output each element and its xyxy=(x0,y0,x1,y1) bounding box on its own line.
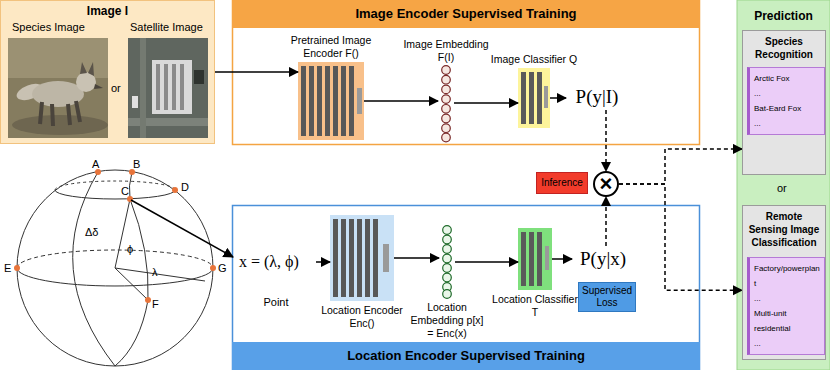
species-photo xyxy=(8,38,108,138)
class-name: Bat-Eard Fox xyxy=(752,101,822,116)
callout-label: F xyxy=(152,298,159,310)
inference-tag: Inference xyxy=(536,172,588,194)
task-title: Remote Sensing Image Classification xyxy=(743,206,825,249)
block-label: Image Embedding F(I) xyxy=(398,38,494,64)
callout-label: λ xyxy=(152,266,158,278)
arrow-connector xyxy=(316,261,330,263)
class-name: Arctic Fox xyxy=(752,71,822,86)
location-classifier: Location Classifier T xyxy=(518,228,552,290)
leader-arrow xyxy=(131,200,233,257)
encoder-layers xyxy=(298,62,364,140)
tag-text: Inference xyxy=(541,177,583,189)
prediction-panel-fill xyxy=(737,0,830,370)
block-label: Location Classifier T xyxy=(492,293,578,319)
math-term: x = (λ, ϕ) xyxy=(236,250,316,274)
encoder-layers xyxy=(330,215,394,301)
training-panel: Location Encoder Supervised Training x = … xyxy=(232,205,700,370)
panel-outline xyxy=(233,1,700,145)
embedding-vector xyxy=(442,66,451,142)
callout-label: C xyxy=(121,185,129,197)
callout-label: Species Image xyxy=(12,21,85,33)
probability-term: P(y|x) xyxy=(572,246,634,272)
class-list: Factory/powerplant...Multi-unit resident… xyxy=(747,257,825,355)
image-encoder: Pretrained Image Encoder F() xyxy=(298,62,364,140)
loss-tag: Supervised Loss xyxy=(578,282,636,312)
arrow-connector xyxy=(215,71,298,73)
panel-title: Image I xyxy=(0,0,215,18)
block-label: Location Encoder Enc() xyxy=(316,304,408,330)
block-label: Pretrained Image Encoder F() xyxy=(279,34,383,60)
callout-label: B xyxy=(133,158,140,170)
arrow-connector xyxy=(394,257,439,259)
panel-title: Location Encoder Supervised Training xyxy=(232,342,700,370)
operator-symbol: × xyxy=(600,173,613,195)
callout-label: Satellite Image xyxy=(130,21,203,33)
probability-term: P(y|I) xyxy=(566,84,628,110)
arrow-connector xyxy=(619,149,742,184)
arrow-connector xyxy=(619,184,742,290)
tag-text: Supervised Loss xyxy=(579,285,635,309)
class-name: ... xyxy=(752,86,822,101)
embedding-vector xyxy=(443,226,452,299)
math-term: P(y|x) xyxy=(572,246,634,272)
panel-outline xyxy=(233,206,700,370)
callout-label: G xyxy=(218,262,227,274)
arrow-connector xyxy=(605,197,607,246)
callout-label: or xyxy=(111,82,121,94)
location-embedding: Location Embedding p[x] = Enc(x) xyxy=(439,226,455,298)
sphere xyxy=(17,170,213,366)
point-label: Point xyxy=(263,296,288,308)
callout-label: or xyxy=(777,182,787,194)
panel-header-bar xyxy=(232,0,700,28)
class-name: ... xyxy=(752,116,822,131)
arrow-connector xyxy=(550,97,566,99)
arrow-connector xyxy=(364,100,438,102)
arrow-connector xyxy=(605,110,607,171)
location-encoder: Location Encoder Enc() xyxy=(330,215,394,301)
class-name: ... xyxy=(752,336,822,351)
multiply-operator: × xyxy=(593,171,619,197)
task-box: Species RecognitionArctic Fox...Bat-Eard… xyxy=(742,30,826,175)
panel-title: Prediction xyxy=(737,0,830,23)
callout-label: A xyxy=(92,158,99,170)
classifier-layers xyxy=(518,228,552,290)
class-name: Factory/powerplant xyxy=(752,261,822,291)
classifier-layers xyxy=(518,68,550,128)
image-embedding: Image Embedding F(I) xyxy=(438,66,454,140)
callout-label: ϕ xyxy=(127,243,133,255)
point-input: x = (λ, ϕ)Point xyxy=(236,250,316,274)
callout-label: D xyxy=(181,181,189,193)
image-classifier: Image Classifier Q xyxy=(518,68,550,128)
satellite-photo xyxy=(128,38,208,138)
arrow-connector xyxy=(552,258,572,260)
arrow-connector xyxy=(454,102,518,104)
arrow-connector xyxy=(455,261,518,263)
task-box: Remote Sensing Image ClassificationFacto… xyxy=(742,205,826,360)
input-panel-fill xyxy=(1,1,215,144)
panel-header-bar xyxy=(232,342,700,370)
class-list: Arctic Fox...Bat-Eard Fox... xyxy=(747,67,825,135)
block-label: Location Embedding p[x] = Enc(x) xyxy=(407,301,487,340)
class-name: ... xyxy=(752,291,822,306)
training-panel: Image Encoder Supervised TrainingPretrai… xyxy=(232,0,700,145)
math-term: P(y|I) xyxy=(566,84,628,110)
callout-label: E xyxy=(4,262,11,274)
panel-title: Image Encoder Supervised Training xyxy=(232,0,700,28)
sphere-points xyxy=(14,169,216,303)
block-label: Image Classifier Q xyxy=(488,53,580,66)
task-title: Species Recognition xyxy=(743,31,825,61)
class-name: Multi-unit residential xyxy=(752,306,822,336)
callout-label: Δδ xyxy=(85,226,98,238)
